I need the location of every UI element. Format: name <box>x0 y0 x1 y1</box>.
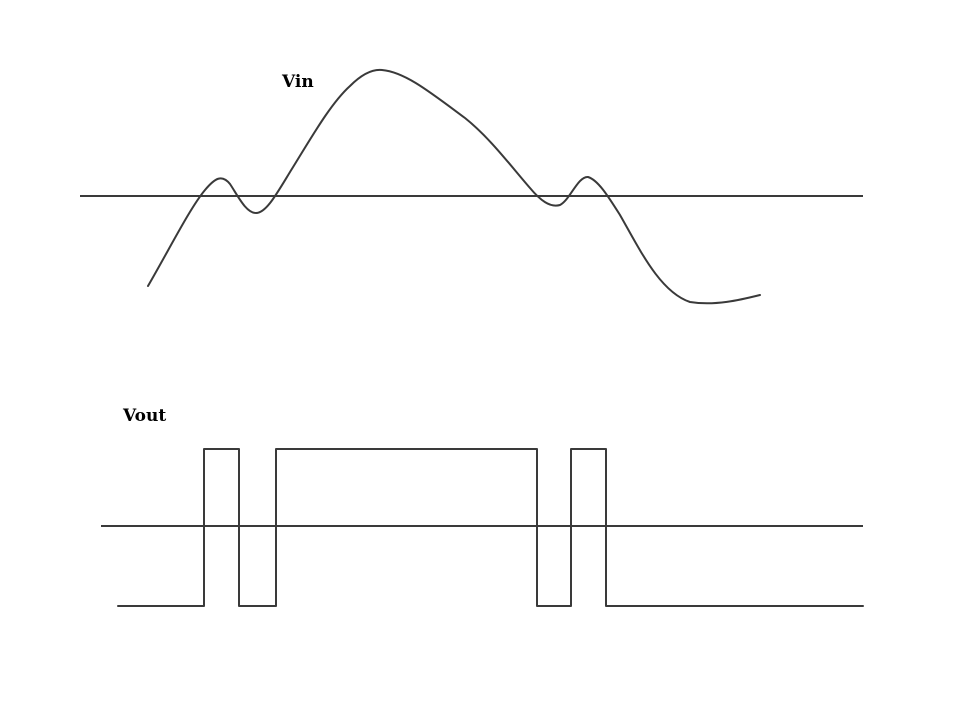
vout-panel: Vout <box>101 406 864 607</box>
vout-label: Vout <box>122 406 166 426</box>
vin-label: Vin <box>281 72 314 92</box>
vout-square-wave <box>117 448 864 607</box>
vin-panel: Vin <box>80 68 863 305</box>
vin-waveform <box>147 68 761 305</box>
